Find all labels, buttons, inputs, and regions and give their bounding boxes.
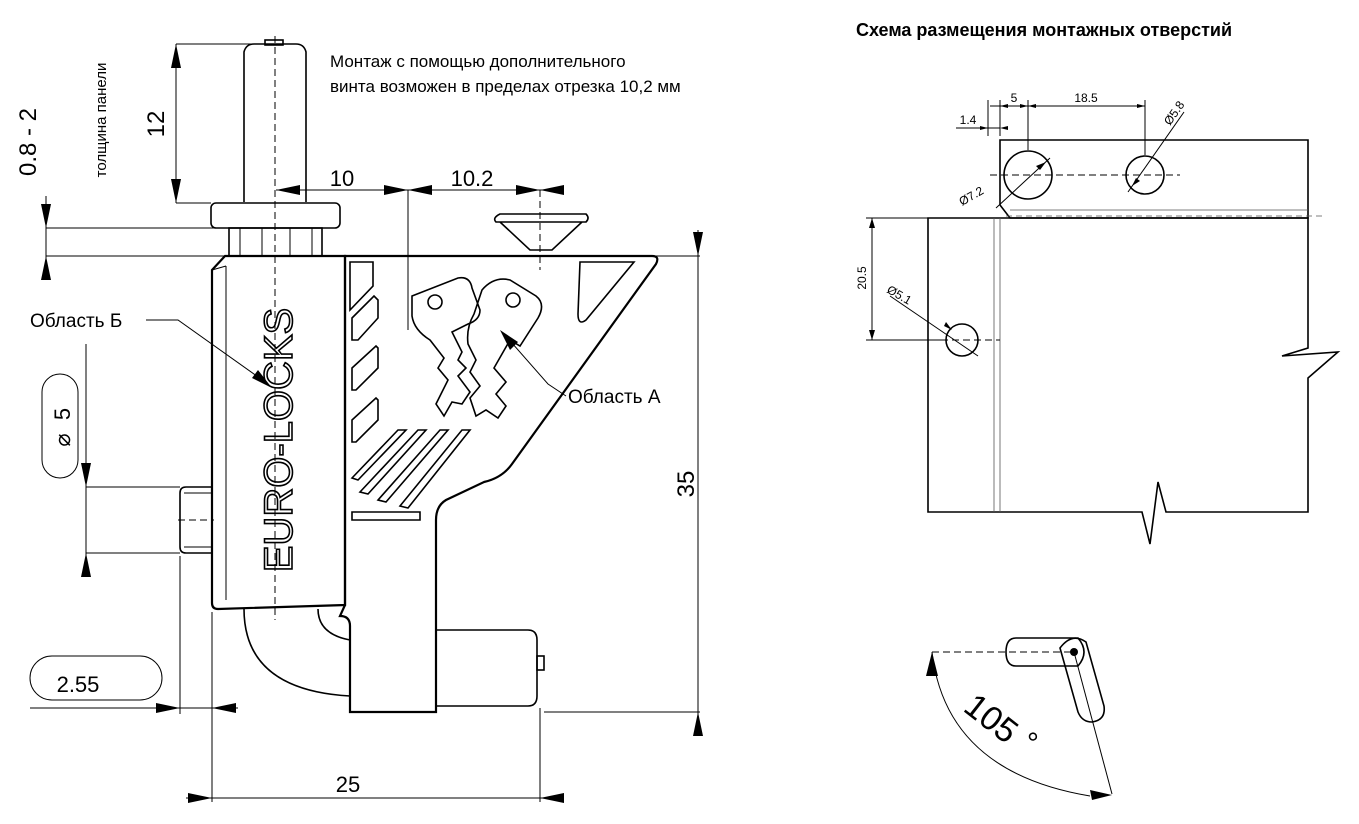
dim-2-55: 2.55 [57, 672, 100, 697]
mounting-note-line2: винта возможен в пределах отрезка 10,2 м… [330, 77, 681, 96]
mounting-note-line1: Монтаж с помощью дополнительного [330, 52, 626, 71]
dim-d7-2: Ø7.2 [957, 183, 987, 208]
dim-diam5-box [41, 373, 79, 479]
dim-5: 5 [1011, 91, 1018, 105]
dim-d5-1: Ø5.1 [885, 282, 915, 307]
dim-35: 35 [673, 471, 700, 498]
lock-side-view: EURO-LOCKS [178, 36, 659, 714]
dim-10-2: 10.2 [451, 166, 494, 191]
dim-12: 12 [143, 111, 170, 138]
angle-degree: ° [1014, 726, 1044, 759]
top-bolt [243, 43, 307, 202]
dim-18-5: 18.5 [1074, 91, 1098, 105]
scheme-title: Схема размещения монтажных отверстий [856, 20, 1232, 40]
bottom-bolt [436, 629, 538, 707]
angle-label: 105 [957, 686, 1025, 751]
cam-arm [243, 608, 351, 697]
frame-top-strip [999, 139, 1309, 219]
countersunk-screw [493, 213, 589, 251]
bolt-tip [264, 39, 284, 46]
angle-arc [931, 651, 1091, 797]
dim-20-5: 20.5 [855, 266, 869, 290]
door-panel [927, 217, 1341, 545]
keys-emblem-icon [411, 276, 543, 420]
plate-slots [349, 261, 636, 521]
area-b-label: Область Б [30, 311, 122, 332]
dim-2-55-box [29, 655, 163, 701]
dim-10: 10 [330, 166, 354, 191]
dim-panel-thickness: 0.8 - 2 [15, 108, 42, 176]
dim-25: 25 [336, 772, 360, 797]
left-dimensions: 12 0.8 - 2 толщина панели 10 10.2 Монтаж… [15, 43, 703, 803]
cam-arm-horizontal [1005, 637, 1085, 667]
panel-thickness-label: толщина панели [93, 63, 110, 178]
hole-layout-scheme: Схема размещения монтажных отверстий 1.4… [855, 20, 1341, 545]
dim-diam5: 5 [50, 408, 75, 420]
cam-plate [338, 254, 659, 714]
brand-logo: EURO-LOCKS [257, 308, 301, 573]
bottom-bolt-tip [536, 655, 545, 671]
dim-1-4: 1.4 [960, 113, 977, 127]
dim-diam5-symbol: ⌀ [50, 433, 75, 446]
rotation-angle-diagram: 105 ° [926, 637, 1113, 800]
area-a-label: Область А [568, 387, 661, 408]
cam-arm-rotated [1059, 637, 1106, 723]
